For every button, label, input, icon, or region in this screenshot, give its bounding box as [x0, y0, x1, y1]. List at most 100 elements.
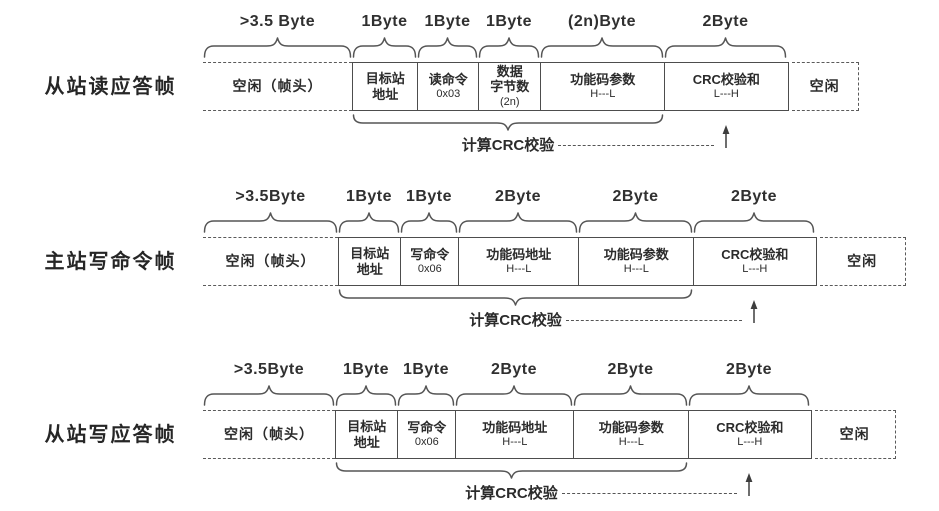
field-label: 功能码参数 — [603, 246, 669, 262]
overbrace — [417, 36, 478, 63]
field-label: 写命令 — [407, 419, 447, 435]
field-label: 写命令 — [410, 246, 450, 262]
field-sublabel: (2n) — [500, 95, 520, 108]
byte-size-label: (2n)Byte — [567, 13, 636, 30]
crc-dashed-connector — [565, 320, 742, 321]
byte-size-label: 1Byte — [342, 361, 390, 378]
crc-arrow-icon — [748, 300, 760, 329]
byte-size-label: 2Byte — [702, 13, 749, 30]
byte-size-label: 2Byte — [490, 361, 538, 378]
crc-note-label: 计算CRC校验 — [469, 312, 562, 329]
overbrace — [203, 211, 338, 238]
byte-size-label: 2Byte — [494, 188, 542, 205]
overbrace — [352, 36, 417, 63]
field-label: 功能码参数 — [570, 71, 636, 87]
field-box-idle-end: 空闲 — [791, 62, 859, 111]
field-label: 空闲（帧头） — [224, 426, 314, 443]
crc-dashed-connector — [561, 493, 737, 494]
field-label: 目标站 — [347, 419, 387, 435]
field-label: 空闲（帧头） — [232, 78, 323, 95]
field-box: 目标站地址 — [335, 410, 399, 459]
field-box-idle-end: 空闲 — [814, 410, 896, 459]
field-sublabel: L---H — [713, 88, 739, 101]
field-box: 目标站地址 — [352, 62, 419, 111]
overbrace — [335, 384, 397, 411]
byte-size-label: 1Byte — [424, 13, 471, 30]
underbrace — [338, 289, 693, 312]
field-box: 目标站地址 — [338, 237, 402, 286]
overbrace — [458, 211, 578, 238]
field-label: CRC校验和 — [716, 419, 784, 435]
overbrace — [688, 384, 810, 411]
byte-size-label: 2Byte — [725, 361, 773, 378]
underbrace — [352, 114, 664, 137]
field-label: 数据 — [496, 64, 523, 80]
field-label: 字节数 — [490, 79, 530, 95]
field-box: 数据字节数(2n) — [478, 62, 542, 111]
byte-size-label: >3.5Byte — [235, 188, 306, 205]
field-sublabel: 0x06 — [414, 436, 439, 449]
field-label: 地址 — [353, 434, 380, 450]
overbrace — [573, 384, 688, 411]
field-label: 功能码地址 — [482, 419, 548, 435]
field-box-idle-start: 空闲（帧头） — [203, 410, 335, 459]
field-sublabel: L---H — [742, 263, 768, 276]
byte-size-label: 2Byte — [612, 188, 659, 205]
byte-size-label: 2Byte — [730, 188, 778, 205]
frame-row-1: 主站写命令帧>3.5Byte 1Byte 1Byte 2Byte 2Byte 2… — [0, 183, 939, 343]
frame-title: 从站读应答帧 — [44, 75, 177, 98]
field-label: 目标站 — [350, 246, 390, 262]
underbrace — [335, 462, 688, 485]
overbrace — [338, 211, 400, 238]
frame-title: 从站写应答帧 — [44, 423, 177, 446]
field-sublabel: H---L — [506, 263, 532, 276]
field-box-idle-start: 空闲（帧头） — [203, 62, 352, 111]
field-sublabel: H---L — [618, 436, 644, 449]
overbrace — [578, 211, 693, 238]
byte-size-label: >3.5Byte — [233, 361, 305, 378]
field-sublabel: H---L — [623, 263, 649, 276]
crc-note-label: 计算CRC校验 — [461, 137, 555, 154]
field-label: 空闲 — [839, 426, 870, 443]
overbrace — [203, 384, 335, 411]
field-label: CRC校验和 — [692, 71, 760, 87]
field-sublabel: H---L — [502, 436, 528, 449]
field-label: 地址 — [356, 261, 383, 277]
field-label: 功能码参数 — [598, 419, 664, 435]
overbrace — [664, 36, 787, 63]
field-label: 功能码地址 — [486, 246, 552, 262]
field-label: 空闲 — [847, 253, 878, 270]
frame-title: 主站写命令帧 — [44, 250, 177, 273]
byte-size-label: 1Byte — [345, 188, 393, 205]
field-sublabel: 0x03 — [436, 88, 461, 101]
field-label: 读命令 — [428, 71, 468, 87]
crc-arrow-icon — [743, 473, 755, 502]
field-label: 目标站 — [365, 71, 405, 87]
overbrace — [397, 384, 455, 411]
field-sublabel: L---H — [737, 436, 763, 449]
byte-size-label: >3.5 Byte — [239, 13, 316, 30]
byte-size-label: 1Byte — [485, 13, 533, 30]
field-box-idle-start: 空闲（帧头） — [203, 237, 338, 286]
field-label: 地址 — [372, 86, 399, 102]
overbrace — [400, 211, 458, 238]
byte-size-label: 2Byte — [607, 361, 654, 378]
field-label: 空闲 — [809, 78, 840, 95]
field-sublabel: 0x06 — [417, 263, 442, 276]
field-sublabel: H---L — [590, 88, 616, 101]
overbrace — [455, 384, 573, 411]
overbrace — [693, 211, 815, 238]
byte-size-label: 1Byte — [402, 361, 450, 378]
overbrace — [478, 36, 540, 63]
crc-arrow-icon — [720, 125, 732, 154]
overbrace — [540, 36, 664, 63]
